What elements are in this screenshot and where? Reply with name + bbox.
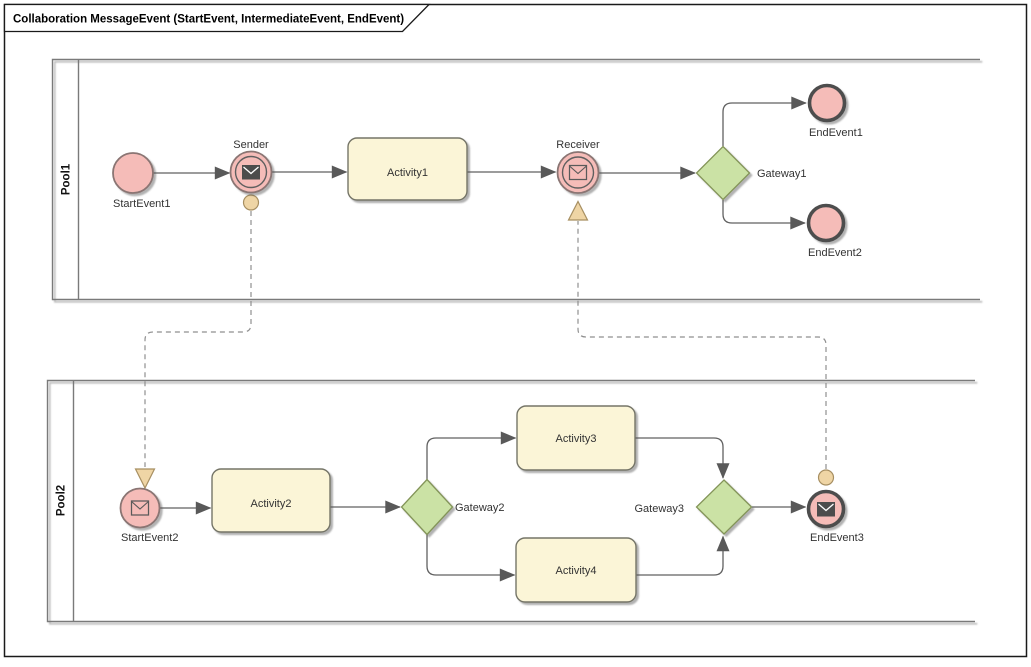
activity-3[interactable]: Activity3	[516, 405, 636, 471]
intermediate-event-sender[interactable]: Sender	[229, 139, 273, 194]
flow-activity4-gateway3[interactable]	[636, 535, 730, 576]
message-catch-icon	[568, 164, 588, 181]
gateway-3[interactable]: Gateway3	[634, 479, 753, 535]
message-flow-sender-startevent2[interactable]	[144, 211, 252, 467]
sender-label: Sender	[233, 139, 269, 151]
gateway-3-label: Gateway3	[634, 503, 684, 515]
activity-2-label: Activity2	[251, 498, 292, 510]
message-throw-icon	[242, 165, 260, 180]
pool2[interactable]: Pool2	[46, 379, 976, 623]
message-catch-icon	[130, 500, 150, 516]
message-throw-icon	[817, 502, 835, 517]
diagram-frame	[3, 3, 1028, 658]
diagram-title-tab	[3, 3, 431, 33]
flow-gateway1-endevent2[interactable]	[722, 200, 806, 230]
end-event-3-label: EndEvent3	[810, 532, 864, 544]
message-flow-arrowhead-receiver	[567, 200, 589, 221]
start-event-1[interactable]: StartEvent1	[112, 152, 170, 210]
pool2-frame[interactable]	[46, 379, 976, 623]
activity-4-label: Activity4	[556, 565, 597, 577]
start-event-2-label: StartEvent2	[121, 532, 178, 544]
message-flow-arrowhead-startevent2	[134, 468, 156, 490]
intermediate-event-receiver[interactable]: Receiver	[556, 139, 600, 194]
pool1[interactable]: Pool1	[51, 58, 981, 301]
gateway-2[interactable]: Gateway2	[400, 478, 505, 536]
end-event-1-label: EndEvent1	[809, 127, 863, 139]
start-event-2[interactable]: StartEvent2	[119, 487, 179, 545]
pool1-frame[interactable]	[51, 58, 981, 301]
pool1-label: Pool1	[61, 163, 73, 195]
activity-1-label: Activity1	[387, 167, 428, 179]
end-event-3[interactable]: EndEvent3	[806, 489, 864, 545]
receiver-label: Receiver	[556, 139, 600, 151]
pool2-label: Pool2	[56, 485, 68, 516]
start-event-1-label: StartEvent1	[113, 198, 170, 210]
gateway-1-label: Gateway1	[757, 168, 807, 180]
flow-gateway1-endevent1[interactable]	[722, 96, 807, 146]
gateway-1[interactable]: Gateway1	[695, 145, 807, 201]
gateway-2-label: Gateway2	[455, 502, 505, 514]
diagram-title: Collaboration MessageEvent (StartEvent, …	[13, 14, 404, 26]
activity-2[interactable]: Activity2	[211, 468, 331, 533]
end-event-2[interactable]: EndEvent2	[806, 203, 862, 260]
flow-activity3-gateway3[interactable]	[635, 437, 730, 479]
activity-1[interactable]: Activity1	[347, 137, 468, 201]
flow-gateway2-activity3[interactable]	[426, 431, 517, 480]
end-event-1[interactable]: EndEvent1	[807, 83, 863, 140]
activity-3-label: Activity3	[556, 433, 597, 445]
message-flow-source-dot-endevent3	[817, 469, 835, 486]
message-flow-endevent3-receiver[interactable]	[577, 221, 827, 469]
flow-gateway2-activity4[interactable]	[426, 534, 516, 582]
message-flow-source-dot-sender	[242, 194, 260, 211]
activity-4[interactable]: Activity4	[515, 537, 637, 603]
end-event-2-label: EndEvent2	[808, 247, 862, 259]
